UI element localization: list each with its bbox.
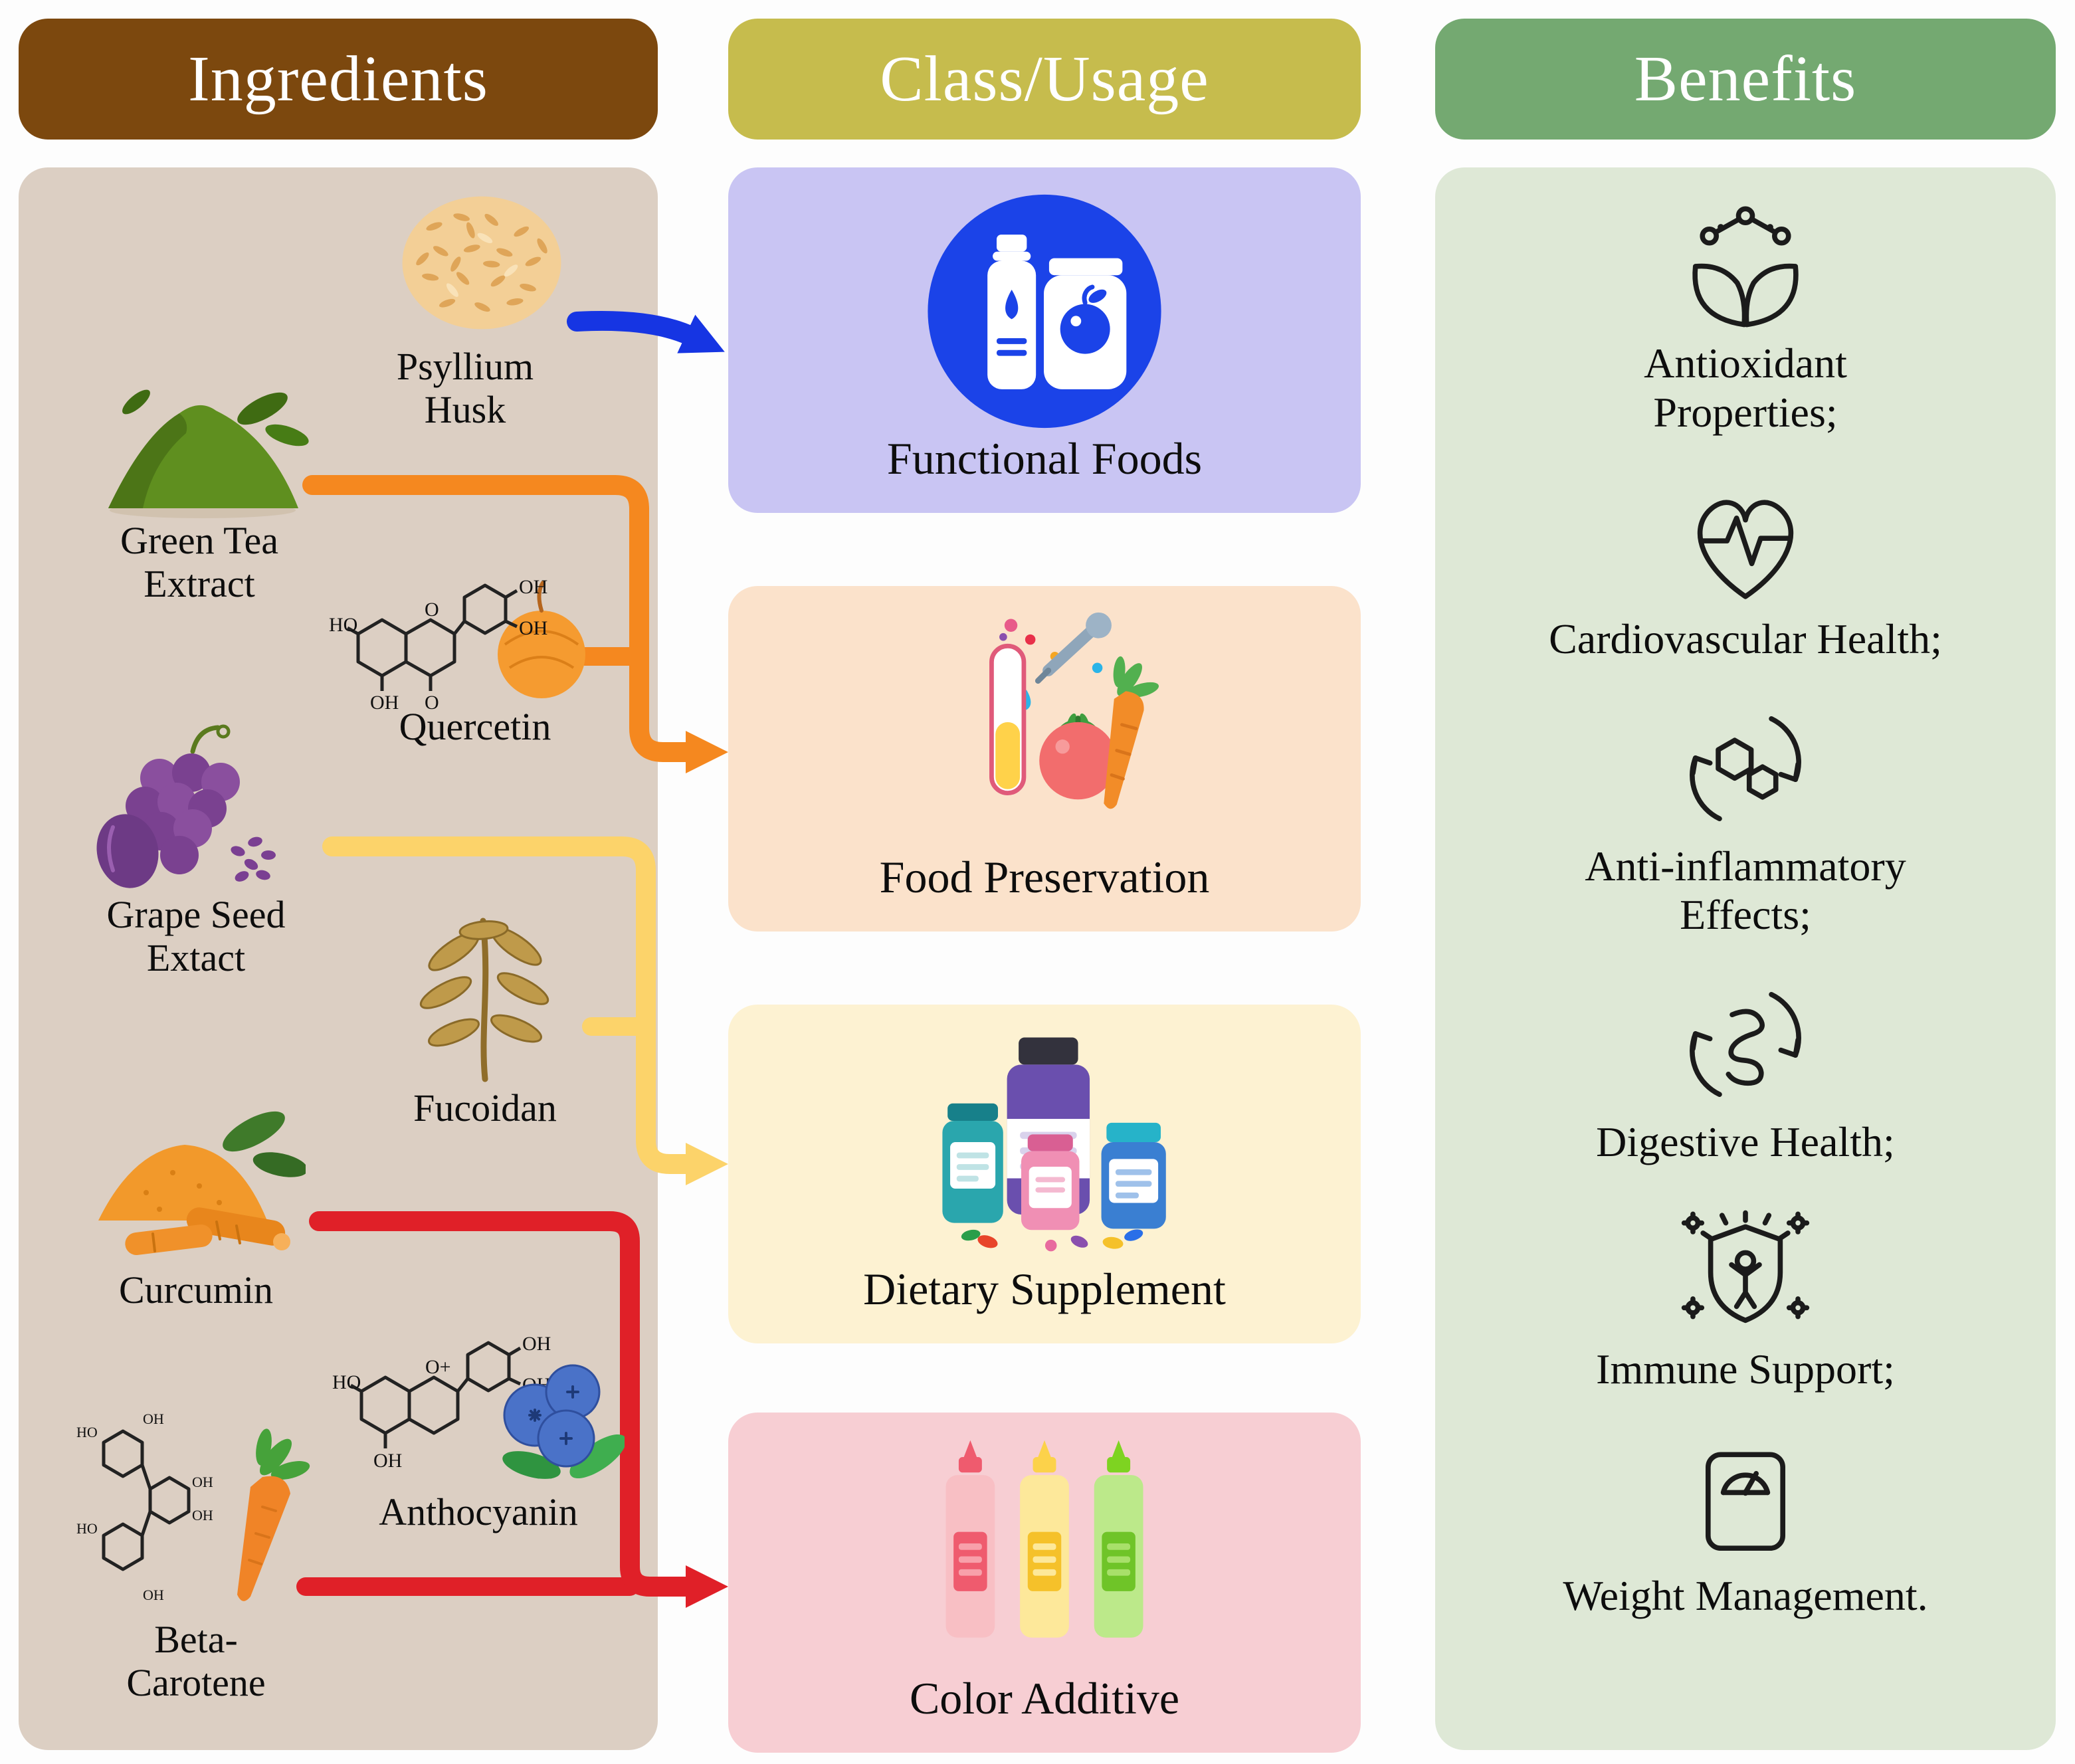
- class-box-food-preservation: Food Preservation: [728, 586, 1361, 931]
- digestive-health-icon: [1690, 991, 1801, 1098]
- benefits-panel: [1435, 167, 2056, 1750]
- svg-text:O+: O+: [425, 1356, 451, 1378]
- grape-seed-extract-icon: [96, 724, 276, 888]
- functional-foods-icon: [928, 194, 1161, 429]
- class-box-color-additive: Color Additive: [728, 1413, 1361, 1753]
- benefit-label-weight: Weight Management.: [1563, 1572, 1928, 1620]
- svg-text:OH: OH: [519, 617, 547, 639]
- green-tea-extract-icon: [108, 389, 309, 518]
- benefit-label-cardiovascular: Cardiovascular Health;: [1549, 615, 1942, 663]
- psyllium-husk-icon: [402, 196, 561, 330]
- color-additive-icon: [945, 1440, 1143, 1638]
- quercetin-icon: HO OH O O OH OH: [329, 576, 585, 711]
- svg-text:OH: OH: [143, 1587, 164, 1603]
- ingredient-label-quercetin: Quercetin: [399, 705, 551, 748]
- svg-text:O: O: [425, 599, 439, 621]
- benefit-digestive: Digestive Health;: [1596, 978, 1895, 1167]
- weight-management-icon: [1706, 1452, 1785, 1551]
- class-box-dietary-supplement: Dietary Supplement: [728, 1005, 1361, 1343]
- benefit-label-antioxidant: Antioxidant Properties;: [1644, 340, 1847, 436]
- benefits-header: Benefits: [1435, 19, 2056, 140]
- benefit-weight: Weight Management.: [1563, 1432, 1928, 1620]
- benefit-cardiovascular: Cardiovascular Health;: [1549, 475, 1942, 664]
- benefit-anti-inflammatory: Anti-inflammatory Effects;: [1553, 702, 1938, 939]
- anti-inflammatory-icon: [1690, 716, 1801, 821]
- svg-text:HO: HO: [76, 1520, 98, 1537]
- svg-text:HO: HO: [329, 614, 357, 636]
- cardiovascular-health-icon: [1697, 500, 1794, 599]
- fucoidan-icon: [419, 918, 549, 1082]
- ingredient-label-curcumin: Curcumin: [119, 1268, 273, 1312]
- ingredient-label-beta-carotene: Beta-Carotene: [126, 1618, 266, 1704]
- benefit-immune: Immune Support;: [1596, 1205, 1895, 1394]
- ingredient-label-green-tea-extract: Green Tea Extract: [120, 519, 278, 605]
- class-usage-header: Class/Usage: [728, 19, 1361, 140]
- dietary-supplement-icon: [942, 1037, 1166, 1252]
- svg-text:OH: OH: [192, 1474, 213, 1490]
- class-label-functional-foods: Functional Foods: [886, 433, 1203, 484]
- class-box-functional-foods: Functional Foods: [728, 167, 1361, 513]
- benefits-list: Antioxidant Properties; Cardiovascular H…: [1435, 167, 2056, 1750]
- class-label-color-additive: Color Additive: [909, 1673, 1180, 1723]
- svg-text:OH: OH: [143, 1411, 164, 1427]
- svg-text:HO: HO: [76, 1424, 98, 1440]
- benefit-antioxidant: Antioxidant Properties;: [1603, 199, 1888, 437]
- benefit-label-immune: Immune Support;: [1596, 1345, 1895, 1393]
- svg-text:OH: OH: [519, 576, 547, 598]
- beta-carotene-icon: HO OH OH HO OH OH: [76, 1411, 310, 1603]
- antioxidant-icon: [1692, 206, 1799, 328]
- class-label-food-preservation: Food Preservation: [879, 852, 1210, 902]
- anthocyanin-icon: HO OH O+ OH OH: [332, 1333, 625, 1479]
- immune-support-icon: [1681, 1210, 1810, 1323]
- class-label-dietary-supplement: Dietary Supplement: [863, 1264, 1226, 1314]
- curcumin-icon: [98, 1111, 306, 1255]
- svg-text:OH: OH: [192, 1507, 213, 1523]
- ingredient-label-fucoidan: Fucoidan: [413, 1086, 557, 1129]
- ingredients-header: Ingredients: [19, 19, 658, 140]
- ingredient-label-psyllium-husk: Psyllium Husk: [396, 345, 534, 431]
- ingredient-label-grape-seed-extract: Grape Seed Extact: [106, 893, 286, 979]
- svg-text:HO: HO: [332, 1371, 361, 1393]
- svg-text:OH: OH: [522, 1333, 551, 1355]
- benefit-label-digestive: Digestive Health;: [1596, 1118, 1895, 1165]
- benefit-label-anti-inflammatory: Anti-inflammatory Effects;: [1585, 842, 1906, 939]
- svg-text:OH: OH: [373, 1450, 402, 1472]
- food-preservation-icon: [989, 612, 1159, 809]
- ingredient-label-anthocyanin: Anthocyanin: [379, 1490, 578, 1533]
